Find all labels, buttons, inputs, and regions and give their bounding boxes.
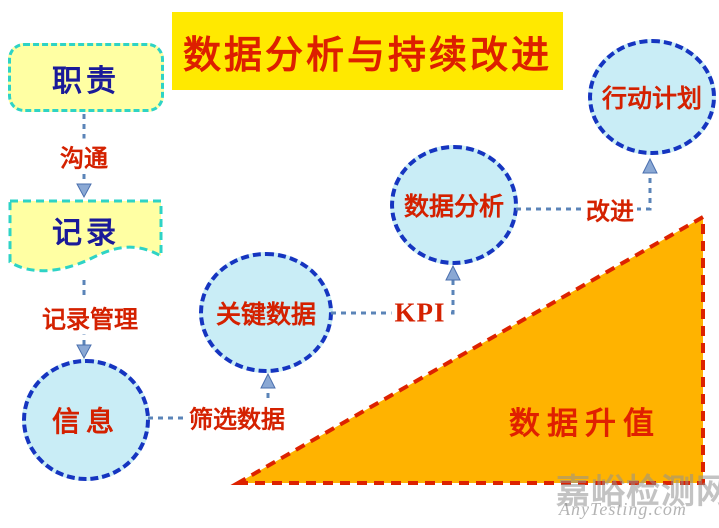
edge-label-improvement: 改进	[583, 191, 637, 227]
record-document-shape	[8, 199, 163, 273]
node-data-analysis: 数据分析	[390, 145, 518, 265]
watermark-cn: 嘉峪检测网	[556, 474, 719, 511]
arrowhead-up-action	[642, 157, 658, 174]
node-record-label: 记录	[52, 217, 120, 250]
page-title: 数据分析与持续改进	[172, 12, 563, 90]
edge-label-record-management: 记录管理	[39, 299, 141, 335]
triangle-caption: 数据升值	[509, 406, 661, 441]
node-duty: 职责	[8, 43, 164, 112]
arrowhead-up-keydata	[260, 372, 276, 389]
connector-keydata-analysis	[331, 277, 455, 315]
edge-label-communication: 沟通	[57, 138, 111, 174]
node-key-data: 关键数据	[199, 252, 333, 373]
arrowhead-down-record	[76, 183, 92, 199]
connector-analysis-action	[516, 172, 652, 211]
node-action-plan: 行动计划	[588, 39, 716, 155]
data-value-triangle	[230, 213, 705, 485]
node-information: 信息	[22, 359, 150, 481]
arrowhead-up-analysis	[445, 264, 461, 281]
edge-label-filter-data: 筛选数据	[186, 399, 288, 435]
edge-label-kpi: KPI	[391, 297, 449, 329]
arrowhead-down-information	[76, 344, 92, 360]
watermark-en: AnyTesting.com	[559, 499, 687, 519]
